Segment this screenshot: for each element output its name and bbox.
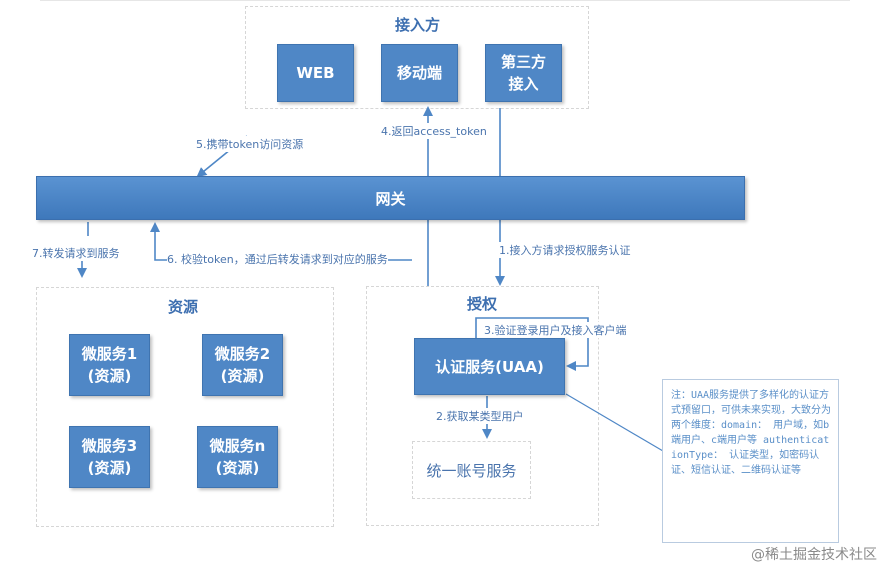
edge-7-line	[82, 222, 88, 276]
web-label: WEB	[296, 64, 335, 82]
microservice-1-name: 微服务1	[81, 345, 138, 363]
microservice-n-role: (资源)	[215, 459, 260, 477]
third-party-label-line1: 第三方	[500, 53, 546, 71]
unified-account-label: 统一账号服务	[426, 461, 517, 480]
web-node: WEB	[277, 44, 354, 102]
uaa-note: 注：UAA服务提供了多样化的认证方式预留口，可供未来实现，大致分为两个维度：do…	[662, 379, 839, 543]
edge-4-label: 4.返回access_token	[381, 123, 487, 139]
note-leader-line	[565, 393, 664, 452]
microservice-2-name: 微服务2	[214, 345, 271, 363]
gateway-bar: 网关	[36, 176, 745, 220]
edge-1-label: 1.接入方请求授权服务认证	[499, 242, 631, 258]
edge-5-label: 5.携带token访问资源	[196, 136, 304, 152]
mobile-label: 移动端	[396, 64, 442, 82]
watermark: @稀土掘金技术社区	[751, 547, 877, 563]
edge-2-label: 2.获取某类型用户	[436, 408, 524, 424]
resource-section-title: 资源	[168, 298, 199, 316]
access-section-title: 接入方	[395, 16, 441, 34]
auth-group-box	[366, 286, 599, 526]
edge-6-label: 6. 校验token，通过后转发请求到对应的服务	[167, 251, 388, 267]
microservice-n-node: 微服务n (资源)	[197, 426, 278, 488]
microservice-3-name: 微服务3	[81, 437, 138, 455]
mobile-node: 移动端	[381, 44, 458, 102]
third-party-label-line2: 接入	[508, 75, 539, 93]
microservice-1-node: 微服务1 (资源)	[69, 334, 150, 396]
resource-group-box	[36, 287, 334, 527]
edge-3-label: 3.验证登录用户及接入客户端	[484, 322, 627, 338]
access-group-box	[245, 6, 589, 109]
auth-section-title: 授权	[467, 295, 498, 313]
uaa-label: 认证服务(UAA)	[435, 357, 544, 376]
edge-7-label: 7.转发请求到服务	[32, 245, 120, 261]
microservice-2-role: (资源)	[220, 367, 265, 385]
unified-account-node: 统一账号服务	[412, 441, 531, 499]
edge-3-line	[475, 317, 589, 371]
gateway-label: 网关	[375, 189, 406, 208]
top-divider	[40, 0, 850, 1]
microservice-1-role: (资源)	[87, 367, 132, 385]
microservice-n-name: 微服务n	[209, 437, 266, 455]
microservice-2-node: 微服务2 (资源)	[202, 334, 283, 396]
microservice-3-role: (资源)	[87, 459, 132, 477]
microservice-3-node: 微服务3 (资源)	[69, 426, 150, 488]
uaa-node: 认证服务(UAA)	[414, 338, 565, 395]
third-party-node: 第三方 接入	[485, 44, 562, 102]
